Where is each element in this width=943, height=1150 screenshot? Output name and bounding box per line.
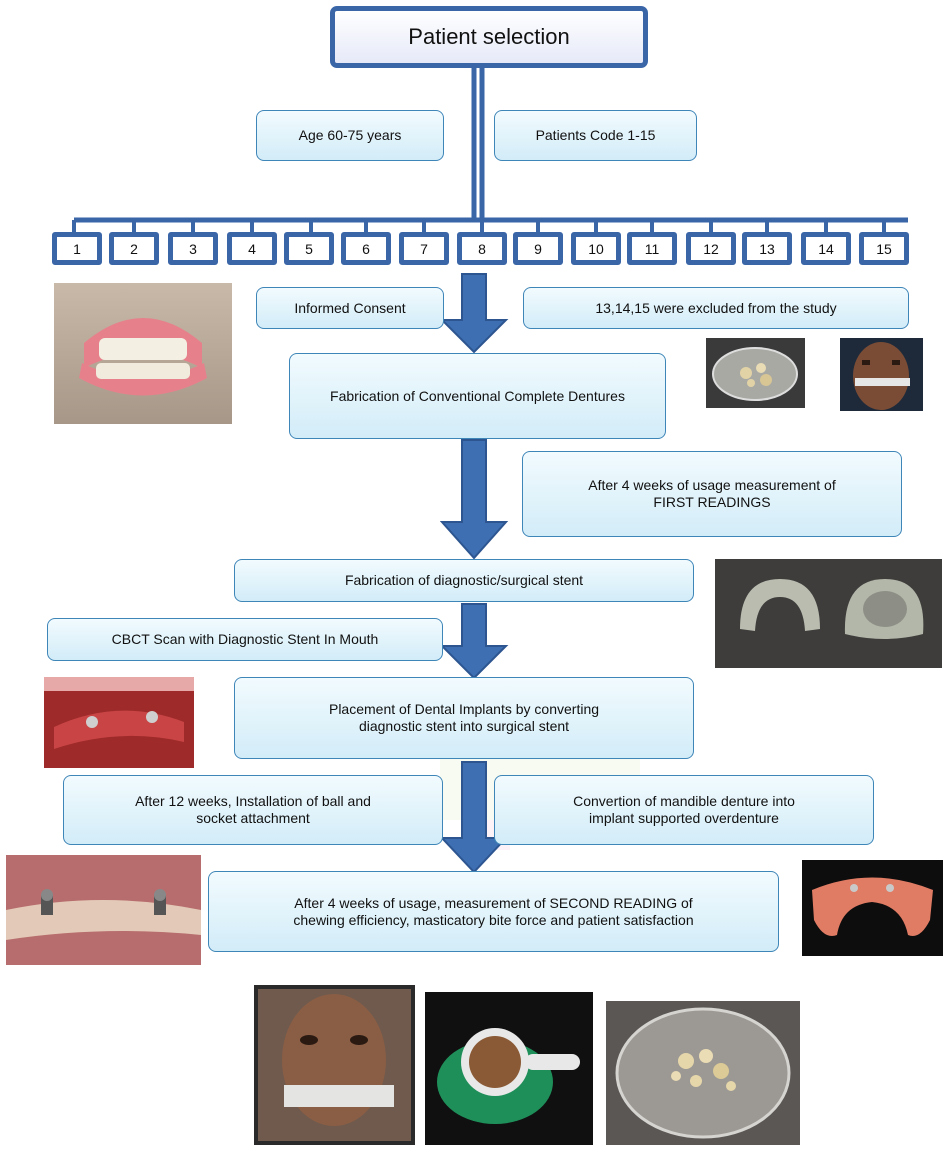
patient-number: 13 — [759, 241, 775, 257]
patient-box-7: 7 — [399, 232, 449, 265]
second-reading-box: After 4 weeks of usage, measurement of S… — [208, 871, 779, 952]
arrow-down-icon — [440, 602, 510, 680]
patient-box-5: 5 — [284, 232, 334, 265]
patient-box-12: 12 — [686, 232, 736, 265]
informed-consent-label: Informed Consent — [294, 300, 405, 317]
patient-box-9: 9 — [513, 232, 563, 265]
patient-box-13: 13 — [742, 232, 792, 265]
overdenture-conversion-label: Convertion of mandible denture into impl… — [573, 793, 795, 827]
implant-placement-label: Placement of Dental Implants by converti… — [329, 701, 599, 735]
sieve-sample-photo — [425, 992, 593, 1145]
excluded-box: 13,14,15 were excluded from the study — [523, 287, 909, 329]
age-criteria-label: Age 60-75 years — [299, 127, 402, 144]
patient-number: 11 — [645, 241, 660, 257]
patient-selection-box: Patient selection — [330, 6, 648, 68]
attachment-box: After 12 weeks, Installation of ball and… — [63, 775, 443, 845]
surgical-stent-photo — [715, 559, 942, 668]
patient-number: 10 — [588, 241, 604, 257]
denture-photo — [54, 283, 232, 424]
excluded-label: 13,14,15 were excluded from the study — [595, 300, 836, 317]
patient-number: 14 — [818, 241, 834, 257]
patient-number: 8 — [478, 241, 486, 257]
patient-box-11: 11 — [627, 232, 677, 265]
implant-surgery-photo — [44, 677, 194, 768]
age-criteria-box: Age 60-75 years — [256, 110, 444, 161]
chewing-sample-photo — [706, 338, 805, 408]
patient-box-1: 1 — [52, 232, 102, 265]
informed-consent-box: Informed Consent — [256, 287, 444, 329]
patient-number: 3 — [189, 241, 197, 257]
cbct-scan-label: CBCT Scan with Diagnostic Stent In Mouth — [112, 631, 379, 648]
patient-number: 9 — [534, 241, 542, 257]
attachment-label: After 12 weeks, Installation of ball and… — [135, 793, 371, 827]
petri-dish-sample-photo — [606, 1001, 800, 1145]
arrow-down-icon — [440, 438, 510, 560]
patient-number: 5 — [305, 241, 313, 257]
fabrication-dentures-label: Fabrication of Conventional Complete Den… — [330, 388, 625, 405]
patient-bite-force-photo — [254, 985, 415, 1145]
patient-codes-box: Patients Code 1-15 — [494, 110, 697, 161]
bite-force-patient-photo — [840, 338, 923, 411]
patient-box-3: 3 — [168, 232, 218, 265]
patient-box-4: 4 — [227, 232, 277, 265]
cbct-scan-box: CBCT Scan with Diagnostic Stent In Mouth — [47, 618, 443, 661]
patient-box-2: 2 — [109, 232, 159, 265]
patient-box-8: 8 — [457, 232, 507, 265]
ball-attachment-photo — [6, 855, 201, 965]
patient-box-14: 14 — [801, 232, 851, 265]
patient-box-6: 6 — [341, 232, 391, 265]
implant-placement-box: Placement of Dental Implants by converti… — [234, 677, 694, 759]
fabrication-dentures-box: Fabrication of Conventional Complete Den… — [289, 353, 666, 439]
first-readings-label: After 4 weeks of usage measurement of FI… — [588, 477, 835, 511]
patient-box-10: 10 — [571, 232, 621, 265]
second-reading-label: After 4 weeks of usage, measurement of S… — [293, 895, 693, 929]
stent-fabrication-box: Fabrication of diagnostic/surgical stent — [234, 559, 694, 602]
patient-number: 2 — [130, 241, 138, 257]
patient-number: 7 — [420, 241, 428, 257]
patient-box-15: 15 — [859, 232, 909, 265]
stent-fabrication-label: Fabrication of diagnostic/surgical stent — [345, 572, 583, 589]
patient-codes-label: Patients Code 1-15 — [536, 127, 656, 144]
overdenture-photo — [802, 860, 943, 956]
patient-number: 4 — [248, 241, 256, 257]
patient-number: 6 — [362, 241, 370, 257]
page-title: Patient selection — [408, 24, 569, 50]
arrow-down-icon — [440, 272, 510, 354]
patient-number: 1 — [73, 241, 81, 257]
first-readings-box: After 4 weeks of usage measurement of FI… — [522, 451, 902, 537]
overdenture-conversion-box: Convertion of mandible denture into impl… — [494, 775, 874, 845]
patient-number: 15 — [876, 241, 892, 257]
patient-number: 12 — [703, 241, 719, 257]
